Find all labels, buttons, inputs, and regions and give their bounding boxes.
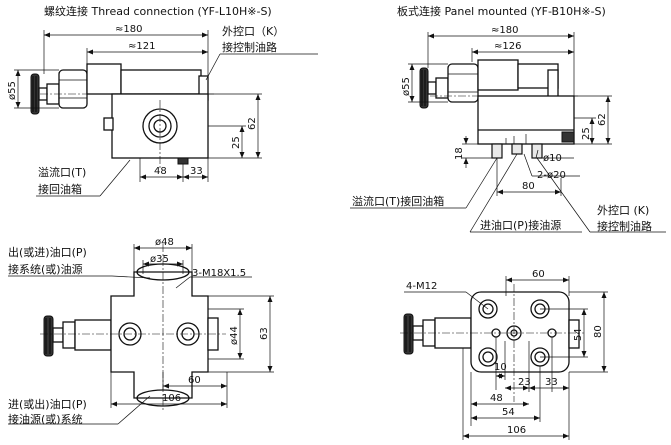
lock-nut xyxy=(62,321,76,349)
thread-connection-title: 螺纹连接 Thread connection (YF-L10H※-S) xyxy=(44,4,272,18)
thread-spec-label: 3-M18X1.5 xyxy=(192,268,246,279)
inlet-port-p-label: 进油口(P)接油源 xyxy=(480,218,561,232)
bonnet xyxy=(74,319,112,351)
dim-d55-label: ø55 xyxy=(7,81,18,100)
overflow-port-t-label: 溢流口(T)接回油箱 xyxy=(352,194,444,208)
thread-connection-front-view: ≈180 ≈121 ø55 62 25 48 33 外控口（K） 接控制油路 xyxy=(7,24,318,197)
dim-33-label: 33 xyxy=(190,166,203,177)
pilot-port-k-label: 外控口 (K) xyxy=(597,203,649,217)
adjusting-screw xyxy=(427,81,437,95)
dim-d35-label: ø35 xyxy=(150,254,169,265)
port-p-bottom-label: 进(或出)油口(P) xyxy=(8,397,87,411)
dim-d44-label: ø44 xyxy=(229,326,240,345)
dim-23-label: 23 xyxy=(518,377,531,388)
panel-mounted-top-view: 4-M12 60 54 80 10 23 33 48 xyxy=(400,269,608,440)
dim-33-label: 33 xyxy=(545,377,558,388)
dim-d48-label: ø48 xyxy=(155,237,174,248)
dim-80-label: 80 xyxy=(522,181,535,192)
dim-106-label: 106 xyxy=(162,393,181,404)
panel-mounted-front-view: ≈180 ≈126 ø55 62 25 18 ø10 2-ø20 xyxy=(350,25,666,233)
dim-63-label: 63 xyxy=(259,327,270,340)
mount-hole-tl xyxy=(478,299,498,319)
port-p-top-label: 出(或进)油口(P) xyxy=(8,245,87,259)
dim-80-label: 80 xyxy=(593,325,604,338)
pilot-port-k-sublabel: 接控制油路 xyxy=(222,40,277,54)
dim-60-label: 60 xyxy=(188,375,201,386)
side-plug xyxy=(103,117,114,131)
port-k-spigot xyxy=(531,143,543,159)
dim-180-label: ≈180 xyxy=(491,25,518,36)
dim-48-label: 48 xyxy=(154,166,167,177)
dim-60-label: 60 xyxy=(532,269,545,280)
body-plug xyxy=(561,131,575,143)
port-p-top-sublabel: 接系统(或)油源 xyxy=(8,262,83,276)
dim-25-label: 25 xyxy=(231,136,242,149)
port-t-spigot xyxy=(491,143,503,159)
dim-54b-label: 54 xyxy=(502,407,515,418)
pilot-port-k-sublabel: 接控制油路 xyxy=(597,219,652,233)
pilot-housing xyxy=(477,59,519,91)
dim-18-label: 18 xyxy=(454,147,465,160)
panel-mounted-title: 板式连接 Panel mounted (YF-B10H※-S) xyxy=(397,4,606,18)
dim-10-label: 10 xyxy=(494,362,507,373)
mount-hole-bl xyxy=(478,347,498,367)
bonnet xyxy=(447,63,479,103)
dim-106-label: 106 xyxy=(507,425,526,436)
port-p-bottom-sublabel: 接油源(或)系统 xyxy=(8,412,83,426)
dim-d20-label: 2-ø20 xyxy=(537,170,566,181)
pilot-port-k-label: 外控口（K） xyxy=(222,24,284,38)
adjusting-screw xyxy=(52,327,64,343)
dim-62-label: 62 xyxy=(247,117,258,130)
bonnet xyxy=(58,69,88,109)
bolt-thread-label: 4-M12 xyxy=(406,281,437,292)
dim-48-label: 48 xyxy=(490,393,503,404)
dim-62-label: 62 xyxy=(597,113,608,126)
pilot-housing xyxy=(86,63,122,95)
dim-54-label: 54 xyxy=(573,328,584,341)
dim-180-label: ≈180 xyxy=(115,24,142,35)
side-plug xyxy=(568,319,580,349)
thread-connection-top-view: ø48 ø35 3-M18X1.5 ø44 63 60 106 出(或进)油口(… xyxy=(8,237,274,426)
dim-25-label: 25 xyxy=(581,127,592,140)
pilot-section xyxy=(120,69,202,95)
dim-d55-label: ø55 xyxy=(401,77,412,96)
port-p-spigot xyxy=(511,143,523,155)
overflow-port-t xyxy=(177,157,189,165)
lock-nut xyxy=(435,77,449,99)
dim-121-label: ≈121 xyxy=(128,41,155,52)
overflow-port-t-sublabel: 接回油箱 xyxy=(38,182,82,196)
dim-126-label: ≈126 xyxy=(494,41,521,52)
overflow-port-t-label: 溢流口(T) xyxy=(38,165,86,179)
dim-d10-label: ø10 xyxy=(543,153,562,164)
